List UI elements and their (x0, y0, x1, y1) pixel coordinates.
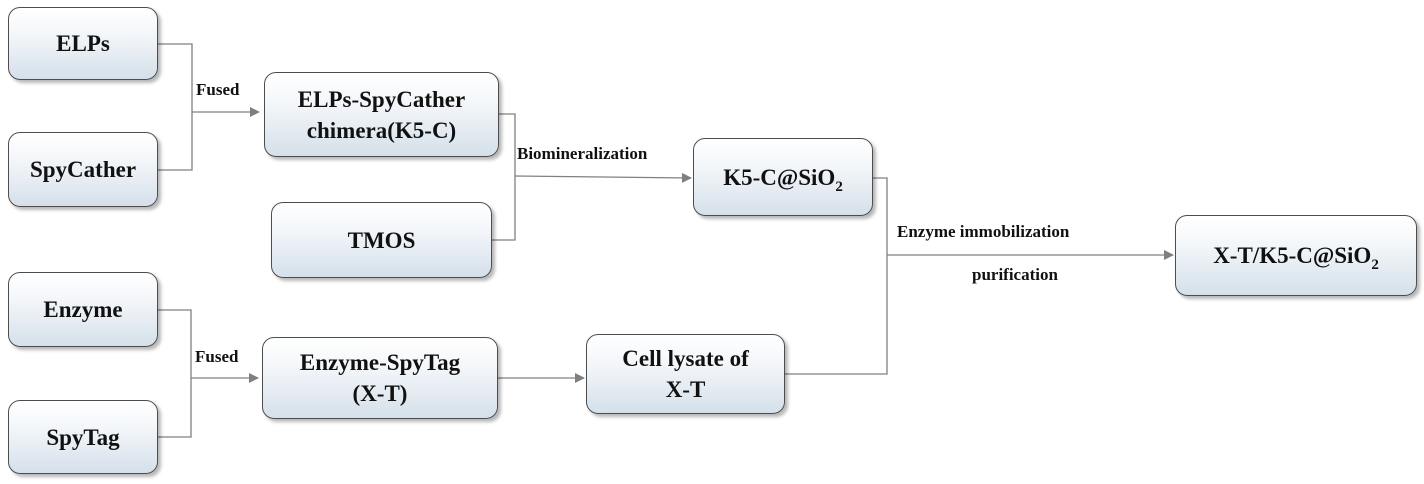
connector-final-bracket (785, 177, 888, 375)
label-fused-bottom: Fused (195, 347, 239, 366)
box-chimera-line2: chimera(K5-C) (306, 117, 457, 143)
label-purification: purification (972, 265, 1058, 284)
box-spytag-text: SpyTag (46, 424, 120, 450)
box-spytag: SpyTag (8, 400, 158, 474)
box-cell-lysate-line2: X-T (665, 377, 706, 402)
label-biomineralization: Biomineralization (517, 144, 648, 163)
box-final-subscript: 2 (1371, 257, 1379, 273)
connector-enzyme-bracket (158, 309, 192, 438)
box-k5c-sio2-subscript: 2 (835, 178, 843, 195)
connector-elps-bracket (158, 43, 193, 171)
box-cell-lysate: Cell lysate of X-T (586, 334, 785, 414)
box-elps-text: ELPs (56, 31, 110, 56)
box-elps: ELPs (8, 7, 158, 80)
label-enzyme-immobilization: Enzyme immobilization (897, 222, 1070, 241)
connector-chimera-bracket (492, 113, 516, 241)
box-chimera-line1: ELPs-SpyCather (297, 86, 466, 112)
box-final-product: X-T/K5-C@SiO2 (1175, 215, 1417, 296)
box-final-main: X-T/K5-C@SiO (1213, 243, 1372, 268)
box-k5c-sio2-text: K5-C@SiO2 (723, 162, 843, 195)
box-tmos-text: TMOS (347, 227, 416, 253)
box-enzyme-spytag: Enzyme-SpyTag (X-T) (262, 337, 498, 419)
box-cell-lysate-line1: Cell lysate of (622, 346, 749, 371)
label-fused-top: Fused (196, 80, 240, 99)
box-k5c-sio2: K5-C@SiO2 (693, 138, 873, 216)
box-enzyme-spytag-line1: Enzyme-SpyTag (299, 350, 461, 375)
box-enzyme-text: Enzyme (43, 297, 123, 322)
box-enzyme-spytag-line2: (X-T) (352, 381, 408, 406)
box-chimera: ELPs-SpyCather chimera(K5-C) (264, 72, 499, 157)
box-final-product-text: X-T/K5-C@SiO2 (1213, 240, 1379, 273)
box-spycather: SpyCather (8, 132, 158, 207)
box-k5c-sio2-main: K5-C@SiO (723, 164, 836, 190)
box-spycather-text: SpyCather (29, 157, 137, 182)
box-enzyme: Enzyme (8, 272, 158, 347)
box-tmos: TMOS (271, 202, 492, 278)
arrow-biomineralization (514, 172, 692, 183)
